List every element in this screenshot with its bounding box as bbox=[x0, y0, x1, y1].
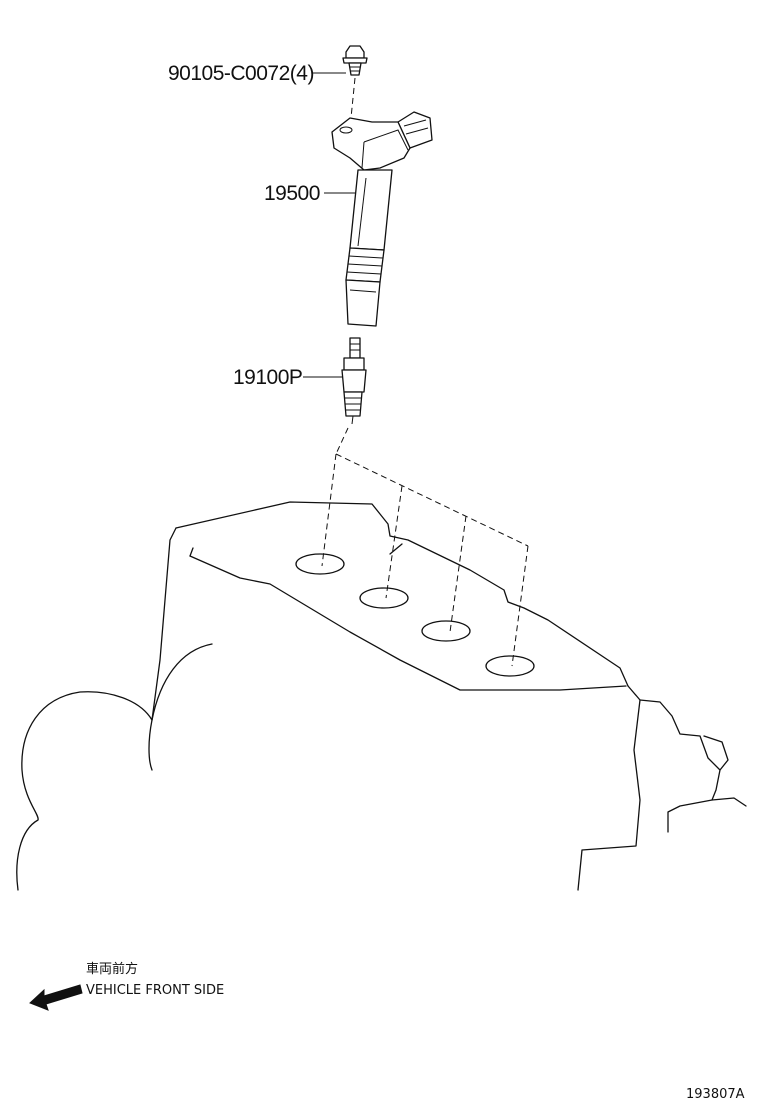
engine-block-drawing bbox=[16, 501, 747, 891]
vehicle-front-english: VEHICLE FRONT SIDE bbox=[86, 983, 224, 998]
cylinder-hole-4 bbox=[485, 655, 535, 677]
spark-plug-part-number[interactable]: 19100P bbox=[233, 366, 303, 389]
ignition-coil-part-number[interactable]: 19500 bbox=[264, 182, 320, 205]
front-direction-arrow-icon bbox=[29, 984, 83, 1011]
cylinder-hole-3 bbox=[421, 620, 471, 642]
ignition-coil-drawing bbox=[331, 111, 433, 327]
cylinder-hole-1 bbox=[295, 553, 345, 575]
cylinder-hole-2 bbox=[359, 587, 409, 609]
vehicle-front-note: 車両前方 VEHICLE FRONT SIDE bbox=[29, 961, 224, 1011]
spark-plug-drawing bbox=[341, 337, 367, 425]
vehicle-front-japanese: 車両前方 bbox=[86, 961, 138, 977]
installation-guide-lines bbox=[321, 427, 529, 667]
bolt-part-number[interactable]: 90105-C0072(4) bbox=[168, 62, 314, 85]
bolt-drawing bbox=[342, 45, 368, 129]
diagram-reference-number: 193807A bbox=[686, 1087, 745, 1102]
